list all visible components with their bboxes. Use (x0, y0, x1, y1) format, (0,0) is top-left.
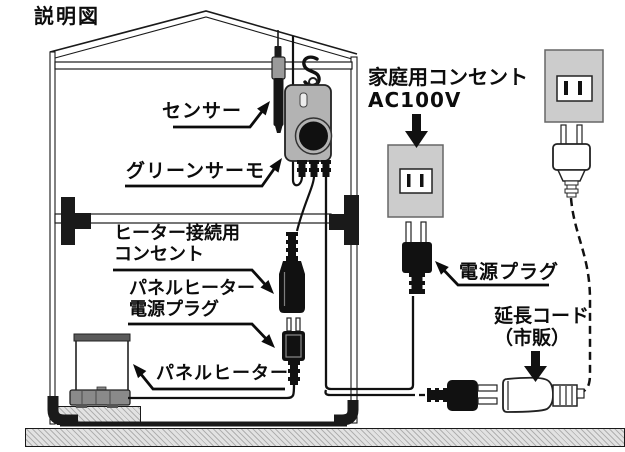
outlet-slot (578, 81, 582, 95)
green-thermo-device (284, 55, 333, 177)
thermo-power-cord (324, 177, 415, 391)
green-thermo-leader (125, 161, 281, 188)
extension-cord-label: 延長コード （市販） (494, 305, 589, 349)
household-outlet-label-line2: AC100V (368, 88, 462, 113)
heater-connection-outlet (279, 232, 305, 313)
panel-heater-cord (128, 383, 296, 400)
extension-cord-dashed (569, 197, 592, 394)
sensor-cable (291, 36, 304, 187)
heater-outlet-label: ヒーター接続用 コンセント (114, 223, 240, 266)
extension-cord-label-line1: 延長コード (494, 305, 590, 327)
panel-heater (69, 333, 131, 408)
extension-plug-black (427, 380, 498, 411)
right-t-joint (329, 195, 359, 245)
panel-heater-plug-label-line1: パネルヒーター (129, 278, 255, 299)
sensor-probe (271, 30, 286, 133)
panel-heater-plug-label-line2: 電源プラグ (129, 298, 219, 320)
left-elbow-joint (47, 396, 78, 426)
right-elbow-joint (334, 400, 359, 426)
cable-grommets (297, 160, 331, 177)
heater-outlet-cable (295, 175, 316, 232)
leader-arrowheads (133, 101, 449, 379)
down-arrow-to-outlet (405, 114, 428, 148)
down-arrow-to-extension (524, 351, 547, 382)
indicator-lamp (299, 92, 308, 108)
power-plug-label: 電源プラグ (459, 261, 560, 283)
green-thermo-label: グリーンサーモ (126, 160, 266, 182)
outlet-slot (564, 81, 568, 95)
sensor-leader (173, 104, 269, 129)
outlet-slot (407, 174, 411, 187)
far-wall-outlet (544, 49, 604, 123)
cables (128, 36, 592, 400)
panel-heater-plug-leader (128, 322, 274, 346)
panel-heater-power-plug (282, 317, 305, 385)
household-outlet-label-line1: 家庭用コンセント (368, 65, 528, 89)
household-outlet-label: 家庭用コンセント AC100V (368, 65, 528, 113)
thermostat-dial (299, 121, 328, 151)
diagram-title: 説明図 (34, 4, 100, 28)
household-wall-outlet (387, 144, 444, 218)
heater-outlet-label-line2: コンセント (114, 243, 204, 265)
power-plug (402, 221, 432, 294)
extension-cord-wall-plug (552, 124, 591, 198)
panel-heater-plug-label: パネルヒーター 電源プラグ (129, 278, 255, 321)
panel-heater-label: パネルヒーター (156, 363, 289, 384)
sensor-label: センサー (162, 100, 243, 122)
outlet-slot (420, 174, 424, 187)
greenhouse-frame (47, 10, 359, 427)
extension-cord-label-line2: （市販） (494, 327, 571, 350)
extension-run-cord (324, 389, 415, 397)
left-t-joint (61, 197, 91, 245)
ground-band (25, 428, 625, 447)
extension-cord-socket (502, 376, 585, 413)
heater-outlet-label-line1: ヒーター接続用 (114, 223, 240, 244)
